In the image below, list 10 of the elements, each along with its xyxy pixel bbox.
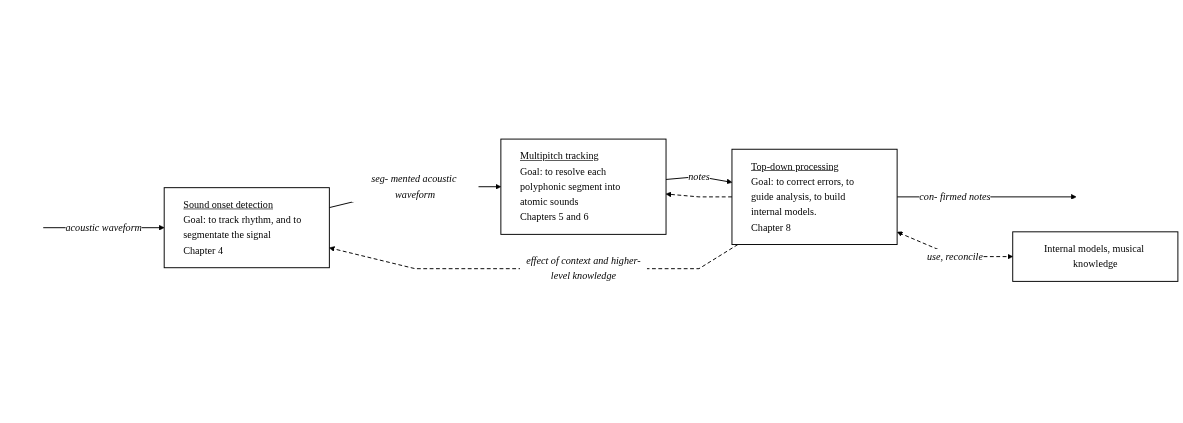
edge-label: con- firmed notes	[919, 191, 991, 202]
edge-label: seg- mented acoustic waveform	[371, 173, 457, 200]
node-box: Internal models, musical knowledge	[1012, 231, 1179, 282]
edge-label: notes	[688, 170, 710, 182]
edge-label: acoustic waveform	[65, 221, 142, 233]
node-box: Multipitch tracking Goal: to resolve each polyphonic segment into atomic sounds Chapters 5 and 6	[500, 138, 667, 235]
node-box: Top-down processing Goal: to correct errors, to guide analysis, to build internal models. Chapter 8	[731, 148, 898, 245]
edge-label: effect of context and higher-level knowledge	[526, 255, 641, 282]
node-box: Sound onset detection Goal: to track rhythm, and to segmentate the signal Chapter 4	[163, 187, 330, 269]
edge-label: use, reconcile	[926, 250, 983, 262]
